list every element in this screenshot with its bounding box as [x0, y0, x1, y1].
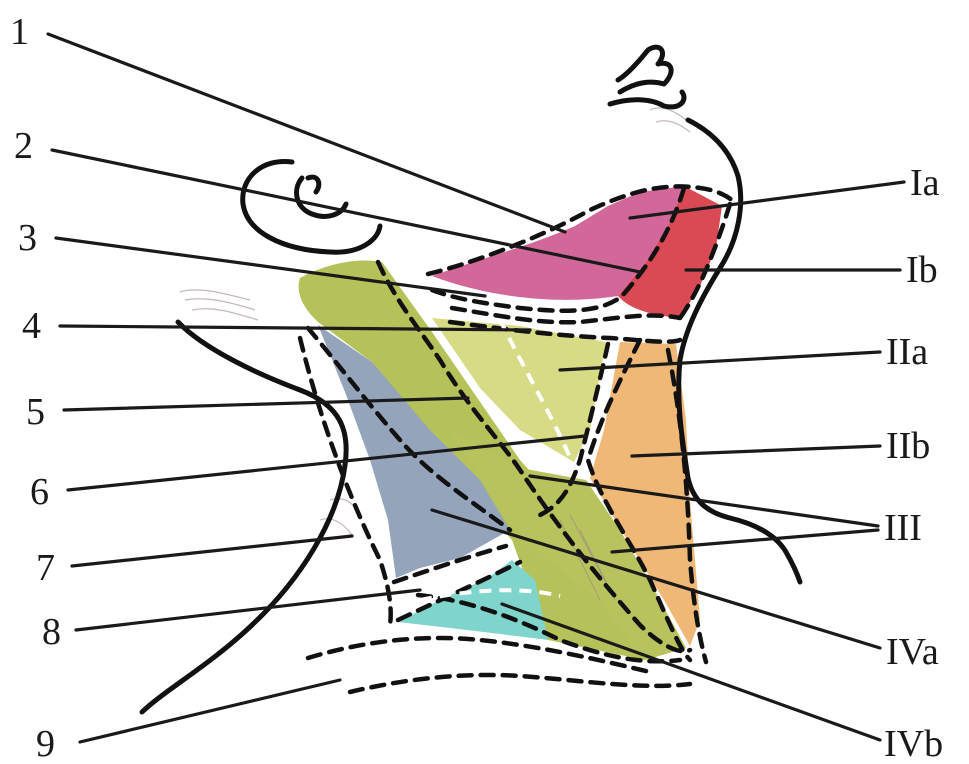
label-IIa: IIa	[886, 331, 928, 373]
label-IVa: IVa	[886, 631, 939, 673]
label-4: 4	[22, 305, 41, 347]
label-Ib: Ib	[906, 249, 938, 291]
leader-9	[80, 680, 340, 742]
left-labels: 1 2 3 4 5 6 7 8 9	[10, 11, 61, 764]
leader-3	[56, 238, 485, 296]
label-7: 7	[36, 547, 55, 589]
label-IVb: IVb	[884, 723, 943, 764]
label-1: 1	[10, 11, 29, 53]
label-9: 9	[36, 723, 55, 764]
label-8: 8	[42, 611, 61, 653]
label-2: 2	[14, 125, 33, 167]
label-6: 6	[30, 471, 49, 513]
right-labels: Ia Ib IIa IIb III IVa IVb	[884, 162, 943, 764]
label-IIb: IIb	[886, 425, 930, 467]
nose-outline	[618, 47, 671, 92]
label-Ia: Ia	[910, 162, 940, 204]
label-III: III	[884, 507, 922, 549]
label-5: 5	[26, 391, 45, 433]
leader-8	[76, 590, 420, 630]
leader-IIa	[560, 352, 880, 370]
label-3: 3	[18, 217, 37, 259]
